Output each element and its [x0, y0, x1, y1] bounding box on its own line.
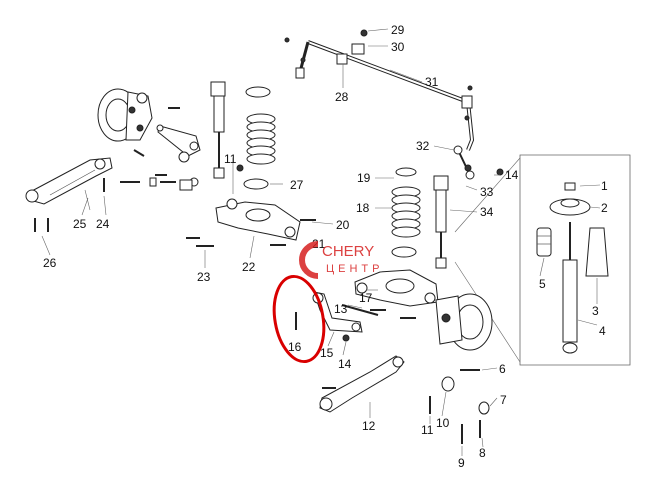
callout-26: 26: [43, 256, 57, 270]
callout-9: 9: [458, 456, 465, 470]
callout-14a: 14: [338, 357, 352, 371]
callout-12: 12: [362, 419, 376, 433]
callout-11a: 11: [421, 423, 434, 437]
callout-27: 27: [290, 178, 304, 192]
callout-1: 1: [601, 179, 608, 193]
bolts-left: [34, 178, 105, 232]
callout-32: 32: [416, 139, 430, 153]
highlight-circle-part-16: [272, 274, 326, 364]
left-spring: [243, 86, 276, 190]
callout-22: 22: [242, 260, 256, 274]
callout-21: 21: [312, 237, 326, 251]
callout-31: 31: [425, 75, 439, 89]
right-spring: [391, 167, 421, 258]
hardware-misc: [120, 164, 504, 187]
chery-logo-icon: [299, 241, 319, 279]
callout-23: 23: [197, 270, 211, 284]
callout-28: 28: [335, 90, 349, 104]
callout-24: 24: [96, 217, 110, 231]
callout-11b: 11: [224, 152, 237, 166]
left-shock: [210, 81, 226, 179]
bushings-right: [429, 369, 490, 444]
callout-17: 17: [359, 291, 373, 305]
right-shock: [433, 175, 449, 269]
callout-29: 29: [391, 23, 405, 37]
callout-20: 20: [336, 218, 350, 232]
callout-8: 8: [479, 446, 486, 460]
callout-16: 16: [288, 340, 302, 354]
trailing-arm-right: [319, 355, 405, 413]
shock-absorber-inset: [454, 154, 631, 366]
trailing-arm-left: [25, 157, 113, 211]
right-knuckle-hub: [435, 293, 493, 351]
left-knuckle-hub: [97, 88, 180, 176]
callout-4: 4: [599, 324, 606, 338]
callout-7: 7: [500, 393, 507, 407]
callout-13: 13: [334, 302, 348, 316]
callout-19: 19: [357, 171, 371, 185]
callout-30: 30: [391, 40, 405, 54]
stabilizer-bar: [284, 29, 475, 180]
callout-15: 15: [320, 346, 334, 360]
callout-6: 6: [499, 362, 506, 376]
callout-2: 2: [601, 201, 608, 215]
upper-arm-left: [156, 124, 201, 191]
watermark-brand: CHERY: [322, 243, 374, 260]
callout-14b: 14: [505, 168, 519, 182]
left-lower-arm: [186, 198, 316, 247]
callout-34: 34: [480, 205, 494, 219]
right-lower-arm: [354, 269, 439, 319]
leader-lines: [41, 28, 601, 456]
callout-5: 5: [539, 277, 546, 291]
chery-centr-watermark: CHERY ЦЕНТР: [299, 241, 383, 279]
callout-10: 10: [436, 416, 450, 430]
watermark-subtitle: ЦЕНТР: [326, 263, 383, 275]
callout-labels: 1 2 3 4 5 6 7 8 9 10 11 12 13 14 14 15 1…: [43, 23, 608, 470]
callout-25: 25: [73, 217, 87, 231]
callout-33: 33: [480, 185, 494, 199]
callout-18: 18: [356, 201, 370, 215]
callout-3: 3: [592, 304, 599, 318]
